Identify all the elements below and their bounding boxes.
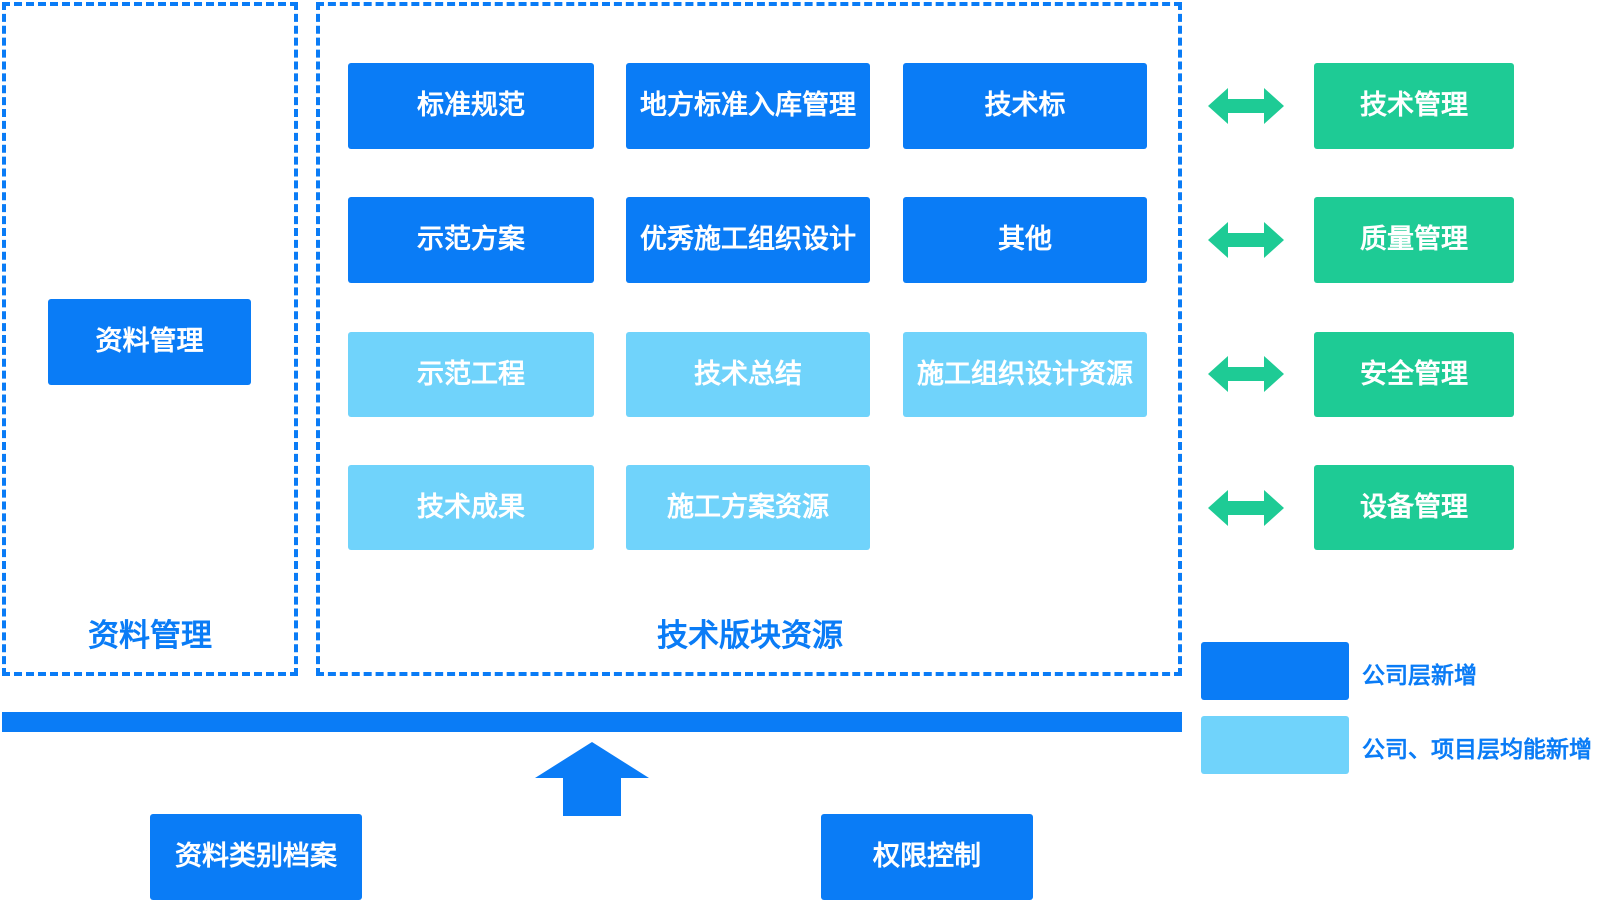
permission-control-box: 权限控制 <box>821 814 1033 900</box>
management-box-safety: 安全管理 <box>1314 332 1514 417</box>
tech-box-standards: 标准规范 <box>348 63 594 149</box>
left-panel-title: 资料管理 <box>88 618 212 654</box>
management-box-technical: 技术管理 <box>1314 63 1514 149</box>
legend-label-company-project: 公司、项目层均能新增 <box>1362 737 1592 763</box>
tech-panel-frame <box>316 2 1182 676</box>
management-box-quality: 质量管理 <box>1314 197 1514 283</box>
archive-box: 资料类别档案 <box>150 814 362 900</box>
double-headed-arrow-icon <box>1208 490 1284 526</box>
tech-box-plan-resources: 施工方案资源 <box>626 465 870 550</box>
foundation-bar <box>2 712 1182 732</box>
tech-box-design-resources: 施工组织设计资源 <box>903 332 1147 417</box>
tech-box-excellent-design: 优秀施工组织设计 <box>626 197 870 283</box>
legend-swatch-company <box>1201 642 1349 700</box>
tech-box-tech-summary: 技术总结 <box>626 332 870 417</box>
double-headed-arrow-icon <box>1208 222 1284 258</box>
management-box-equipment: 设备管理 <box>1314 465 1514 550</box>
up-arrow-icon <box>535 742 649 816</box>
double-headed-arrow-icon <box>1208 356 1284 392</box>
tech-box-tech-results: 技术成果 <box>348 465 594 550</box>
double-headed-arrow-icon <box>1208 88 1284 124</box>
left-panel-frame <box>2 2 298 676</box>
tech-panel-title: 技术版块资源 <box>657 618 843 654</box>
tech-box-demo-plan: 示范方案 <box>348 197 594 283</box>
legend-label-company: 公司层新增 <box>1362 663 1477 689</box>
tech-box-other: 其他 <box>903 197 1147 283</box>
tech-box-technical-bid: 技术标 <box>903 63 1147 149</box>
tech-box-local-standards: 地方标准入库管理 <box>626 63 870 149</box>
resource-management-box: 资料管理 <box>48 299 251 385</box>
tech-box-demo-project: 示范工程 <box>348 332 594 417</box>
legend-swatch-company-project <box>1201 716 1349 774</box>
